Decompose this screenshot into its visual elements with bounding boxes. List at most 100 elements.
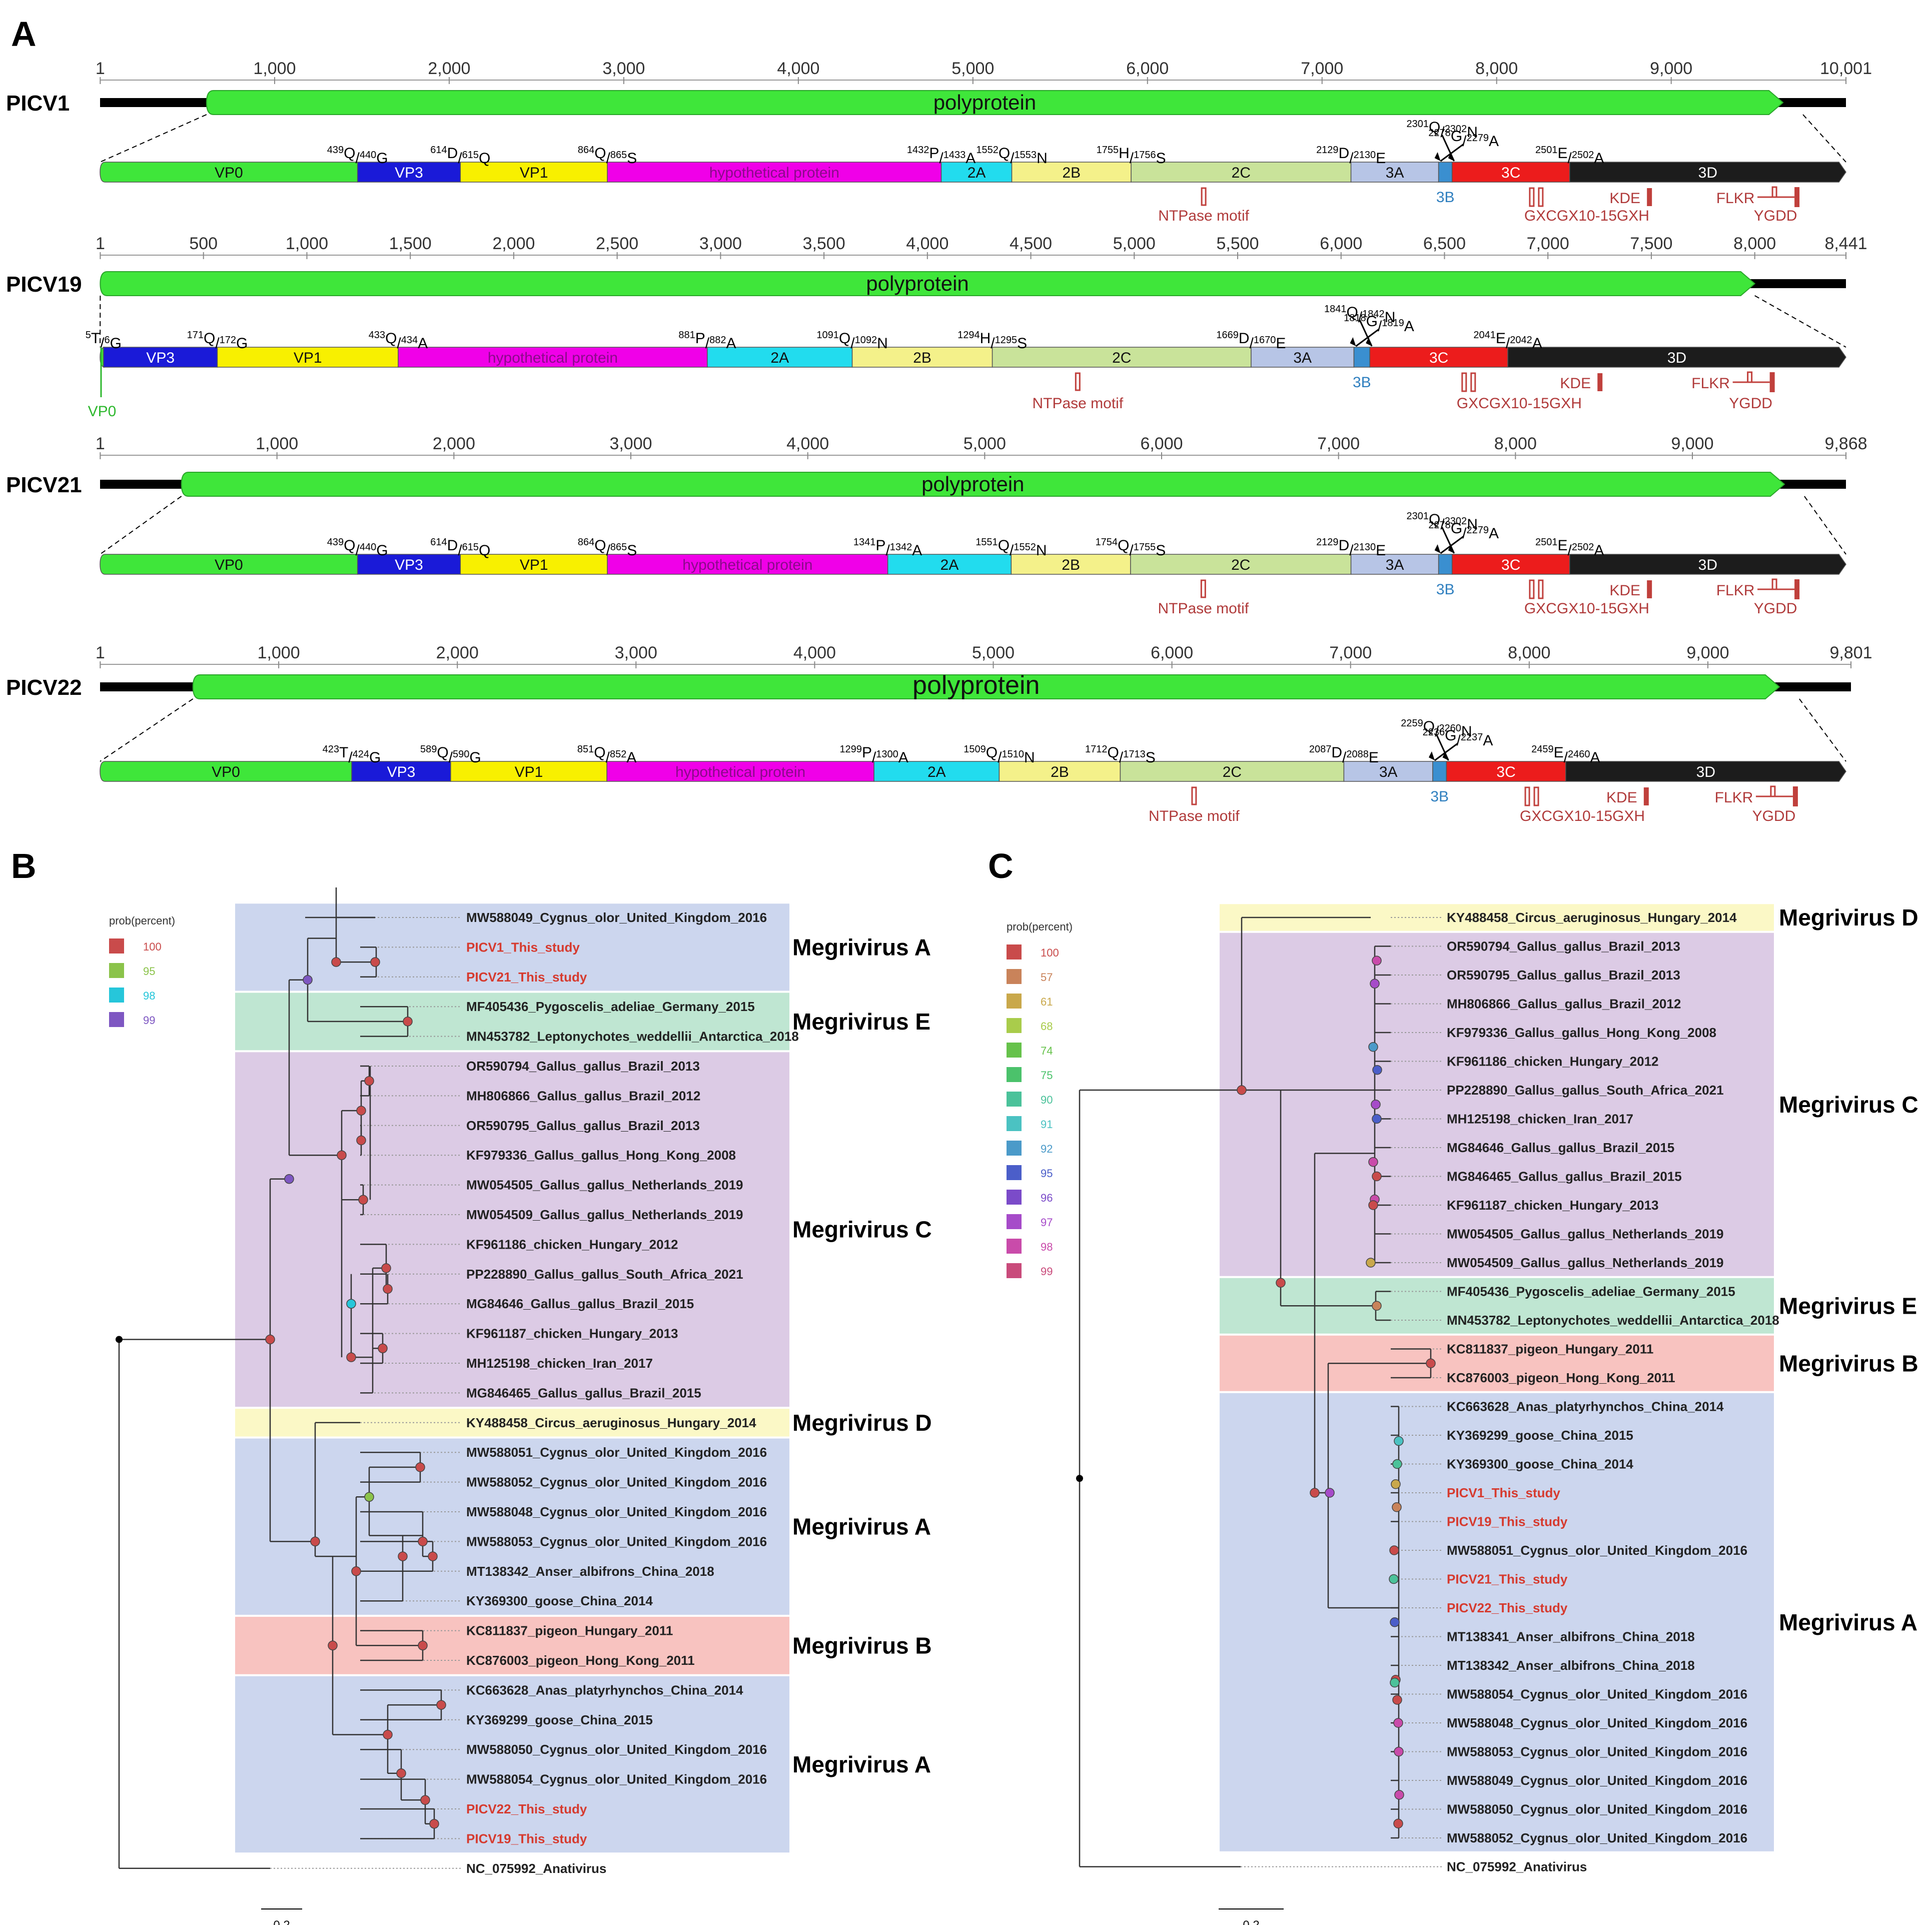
legend-label: 100 — [143, 940, 162, 953]
scale-tick-label: 2,500 — [596, 234, 638, 253]
cleavage-residue: Q — [594, 537, 606, 554]
legend-title: prob(percent) — [109, 914, 175, 927]
cleavage-residue: / — [100, 335, 105, 352]
cleavage-residue: / — [885, 542, 890, 559]
node-support-dot — [418, 1640, 428, 1651]
polyprotein-label: polyprotein — [933, 91, 1036, 114]
cleavage-residue: / — [872, 749, 876, 766]
node-support-dot — [356, 1106, 366, 1116]
node-support-dot — [1390, 1617, 1400, 1627]
segment-3d — [1507, 347, 1846, 368]
cleavage-residue: / — [1129, 542, 1134, 559]
cleavage-residue: G — [236, 335, 248, 352]
cleavage-residue: A — [1489, 525, 1499, 542]
cleavage-position: 1510 — [1002, 749, 1024, 760]
cleavage-position: 2087 — [1309, 744, 1332, 755]
scale-tick-label: 8,441 — [1824, 234, 1867, 253]
leaf-label: KY488458_Circus_aeruginosus_Hungary_2014 — [466, 1415, 756, 1430]
clade-label: Megrivirus C — [792, 1217, 932, 1243]
leaf-label: KY369300_goose_China_2014 — [466, 1593, 653, 1608]
gxcg-label: GXCGX10-15GXH — [1457, 395, 1582, 412]
legend-swatch — [1007, 1239, 1022, 1254]
legend-swatch — [1007, 1092, 1022, 1107]
leaf-label: MG84646_Gallus_gallus_Brazil_2015 — [1447, 1140, 1674, 1155]
legend-swatch — [1007, 994, 1022, 1009]
cleavage-residue: / — [1462, 525, 1467, 542]
cleavage-residue: A — [1404, 318, 1414, 335]
scale-tick-label: 7,000 — [1301, 59, 1343, 78]
cleavage-site: 1755H/1756S — [1097, 145, 1166, 167]
cleavage-site: 1432P/1433A — [907, 145, 976, 167]
cleavage-position: 1841 — [1324, 304, 1347, 315]
segment-label: 2A — [940, 557, 959, 573]
node-support-dot — [351, 1566, 361, 1576]
node-support-dot — [364, 1076, 374, 1086]
cleavage-position: 2260 — [1439, 723, 1461, 734]
legend-swatch — [1007, 1190, 1022, 1205]
cleavage-residue: N — [1037, 150, 1048, 167]
outgroup-label: NC_075992_Anativirus — [1447, 1859, 1587, 1874]
leaf-label: MW588054_Cygnus_olor_United_Kingdom_2016 — [1447, 1687, 1747, 1702]
polyprotein-arrow — [181, 472, 1785, 497]
cleavage-site: 1552Q/1553N — [976, 145, 1047, 167]
cleavage-residue: Q — [344, 537, 355, 554]
node-support-dot — [1310, 1488, 1320, 1498]
scale-tick-label: 4,000 — [786, 434, 829, 453]
cleavage-site: 881P/882A — [678, 330, 736, 352]
cleavage-residue: / — [1010, 542, 1014, 559]
cleavage-residue: / — [705, 335, 710, 352]
segment-label: VP3 — [395, 557, 423, 573]
segment-label: 2A — [927, 764, 946, 780]
node-support-dot — [284, 1174, 294, 1184]
ntpase-mark — [1191, 786, 1197, 805]
node-support-dot — [1393, 1818, 1403, 1828]
cleavage-site: 614D/615Q — [430, 145, 490, 167]
leaf-label: MW054505_Gallus_gallus_Netherlands_2019 — [1447, 1227, 1724, 1242]
cleavage-residue: D — [447, 145, 458, 162]
genome-name: PICV19 — [6, 272, 82, 297]
gxcg-mark-a — [1461, 372, 1467, 392]
cleavage-site: 1669D/1670E — [1216, 330, 1286, 352]
cleavage-residue: G — [1451, 520, 1462, 537]
cleavage-residue: Q — [1118, 537, 1129, 554]
flkr-mark — [1794, 579, 1800, 599]
segment-label: VP1 — [515, 764, 543, 780]
cleavage-residue: Q — [437, 744, 448, 761]
cleavage-residue: P — [929, 145, 939, 162]
node-support-dot — [1371, 1100, 1381, 1110]
scale-tick-label: 3,000 — [699, 234, 742, 253]
leaf-label: MW588048_Cygnus_olor_United_Kingdom_2016 — [466, 1504, 767, 1519]
panel-letter-a: A — [11, 15, 37, 54]
cleavage-site: 2236G/2237A — [1423, 727, 1493, 749]
cleavage-position: 439 — [327, 145, 344, 156]
segment-3d — [1569, 162, 1846, 183]
leaf-label: PICV1_This_study — [466, 939, 580, 954]
cleavage-residue: D — [1339, 145, 1350, 162]
zoom-line-right — [1804, 496, 1846, 555]
scale-bar-label: 0.2 — [273, 1918, 290, 1925]
cleavage-residue: G — [369, 749, 381, 766]
segment-label: hypothetical protein — [675, 764, 805, 780]
leaf-label: MT138342_Anser_albifrons_China_2018 — [466, 1564, 714, 1579]
cleavage-residue: G — [1445, 727, 1456, 744]
cleavage-site: 614D/615Q — [430, 537, 490, 559]
ygdd-label: YGDD — [1752, 808, 1796, 824]
cleavage-position: 614 — [430, 537, 447, 548]
leaf-label: MH806866_Gallus_gallus_Brazil_2012 — [1447, 997, 1681, 1012]
cleavage-arrowhead — [1434, 152, 1441, 161]
cleavage-position: 2302 — [1445, 124, 1467, 135]
leaf-label: OR590795_Gallus_gallus_Brazil_2013 — [1447, 968, 1680, 983]
node-support-dot — [403, 1017, 413, 1027]
gxcg-label: GXCGX10-15GXH — [1524, 208, 1649, 224]
scale-tick-label: 2,000 — [492, 234, 535, 253]
cleavage-residue: S — [1156, 542, 1166, 559]
cleavage-position: 881 — [678, 330, 695, 341]
node-support-dot — [1372, 1171, 1382, 1182]
flkr-mark — [1792, 786, 1798, 806]
segment-label: 3C — [1501, 557, 1520, 573]
cleavage-residue: D — [447, 537, 458, 554]
clade-label: Megrivirus B — [792, 1632, 932, 1658]
cleavage-site: 1299P/1300A — [839, 744, 908, 766]
scale-tick-label: 4,000 — [777, 59, 819, 78]
genome-name: PICV22 — [6, 675, 82, 700]
